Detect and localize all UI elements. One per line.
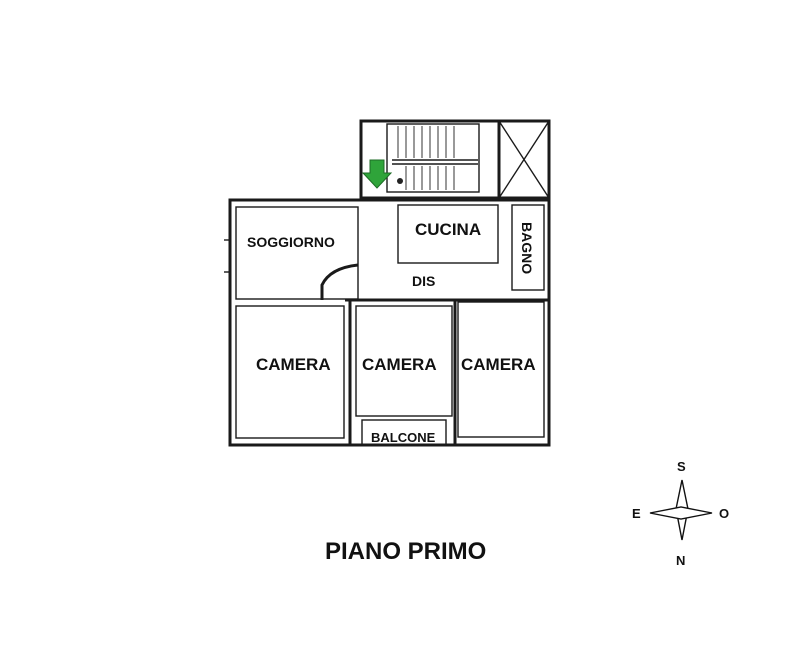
compass-south: S	[677, 459, 686, 474]
room-label-camera-right: CAMERA	[461, 355, 536, 374]
entrance-down-arrow-icon	[361, 159, 393, 189]
compass-north: N	[676, 553, 685, 568]
room-label-bagno: BAGNO	[519, 222, 535, 274]
compass-east: E	[632, 506, 641, 521]
room-label-dis: DIS	[412, 273, 435, 289]
apartment-walls	[224, 198, 551, 447]
room-label-soggiorno: SOGGIORNO	[247, 234, 335, 250]
room-label-cucina: CUCINA	[415, 220, 481, 239]
room-label-balcone: BALCONE	[371, 430, 436, 445]
floor-title: PIANO PRIMO	[325, 538, 486, 565]
compass-west: O	[719, 506, 729, 521]
staircase	[359, 119, 501, 200]
room-label-camera-left: CAMERA	[256, 355, 331, 374]
elevator-shaft	[497, 119, 551, 200]
compass-rose-icon	[649, 479, 713, 541]
room-label-camera-center: CAMERA	[362, 355, 437, 374]
